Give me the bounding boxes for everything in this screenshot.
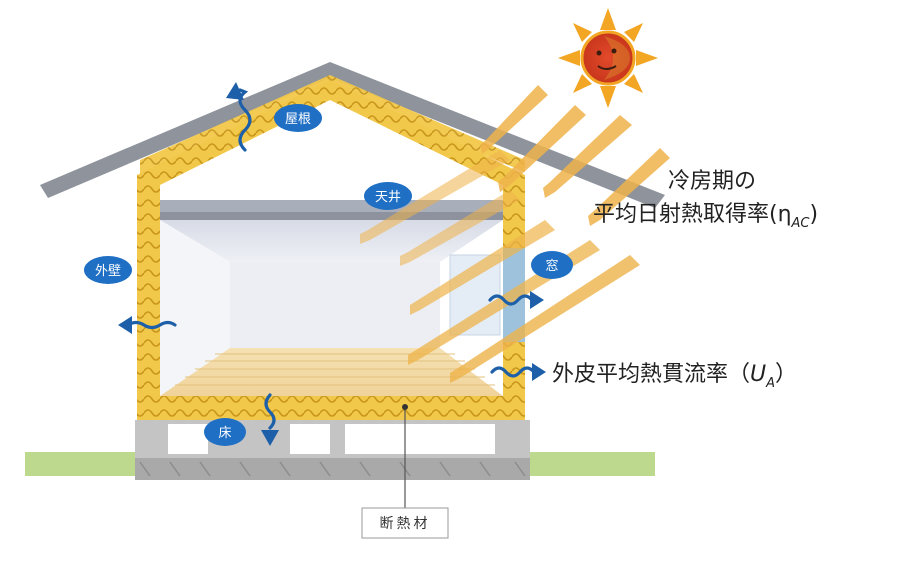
badge-roof-label: 屋根 (285, 112, 311, 127)
wavy-arrow-icon (488, 291, 544, 309)
room-interior (160, 220, 503, 396)
wavy-arrow-icon (490, 363, 546, 381)
cooling-annotation: 冷房期の 平均日射熱取得率(ηAC) (593, 169, 818, 231)
wavy-arrow-icon (261, 393, 279, 446)
ua-label: 外皮平均熱貫流率（UA） (552, 362, 797, 391)
foundation (135, 420, 530, 480)
badge-window-label: 窓 (545, 258, 558, 274)
roof (40, 62, 665, 208)
insulation-callout: 断熱材 (361, 404, 449, 539)
badge-wall-label: 外壁 (95, 264, 121, 279)
sun-icon (558, 8, 658, 108)
badge-wall: 外壁 (84, 256, 132, 284)
ua-annotation: 外皮平均熱貫流率（UA） (552, 362, 797, 391)
sunlight-arrows (360, 85, 670, 383)
badge-floor: 床 (204, 418, 246, 446)
insulation-label: 断熱材 (380, 516, 431, 532)
heat-flow-arrows (118, 82, 546, 446)
badge-floor-label: 床 (218, 426, 231, 441)
cooling-line2: 平均日射熱取得率(ηAC) (593, 202, 818, 231)
attic-space (160, 100, 503, 200)
wavy-arrow-icon (226, 82, 252, 152)
badge-window: 窓 (531, 251, 573, 279)
cooling-line1: 冷房期の (668, 169, 756, 194)
badge-ceiling: 天井 (364, 182, 412, 210)
badge-ceiling-label: 天井 (375, 190, 401, 205)
wavy-arrow-icon (118, 316, 177, 334)
floor-insulation (137, 396, 525, 420)
badge-roof: 屋根 (274, 104, 322, 132)
